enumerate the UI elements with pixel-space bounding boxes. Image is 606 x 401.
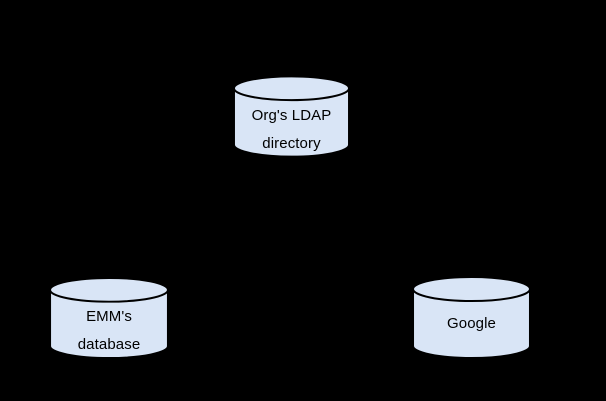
node-label-line: directory bbox=[262, 135, 321, 152]
node-label-line: EMM's bbox=[86, 308, 132, 325]
node-orgs-ldap-directory: Org's LDAP directory bbox=[232, 74, 351, 159]
database-cylinder-icon bbox=[412, 276, 531, 359]
node-emms-database: EMM's database bbox=[48, 276, 170, 360]
node-label: Google bbox=[411, 310, 532, 338]
database-cylinder-icon bbox=[49, 276, 169, 359]
node-label-line: database bbox=[77, 336, 141, 353]
node-label: EMM's database bbox=[48, 303, 170, 359]
node-google: Google bbox=[411, 275, 532, 360]
database-cylinder-icon bbox=[232, 75, 351, 158]
node-label-line: Google bbox=[447, 315, 496, 332]
node-label: Org's LDAP directory bbox=[232, 102, 351, 158]
node-label-line: Org's LDAP bbox=[251, 107, 332, 124]
